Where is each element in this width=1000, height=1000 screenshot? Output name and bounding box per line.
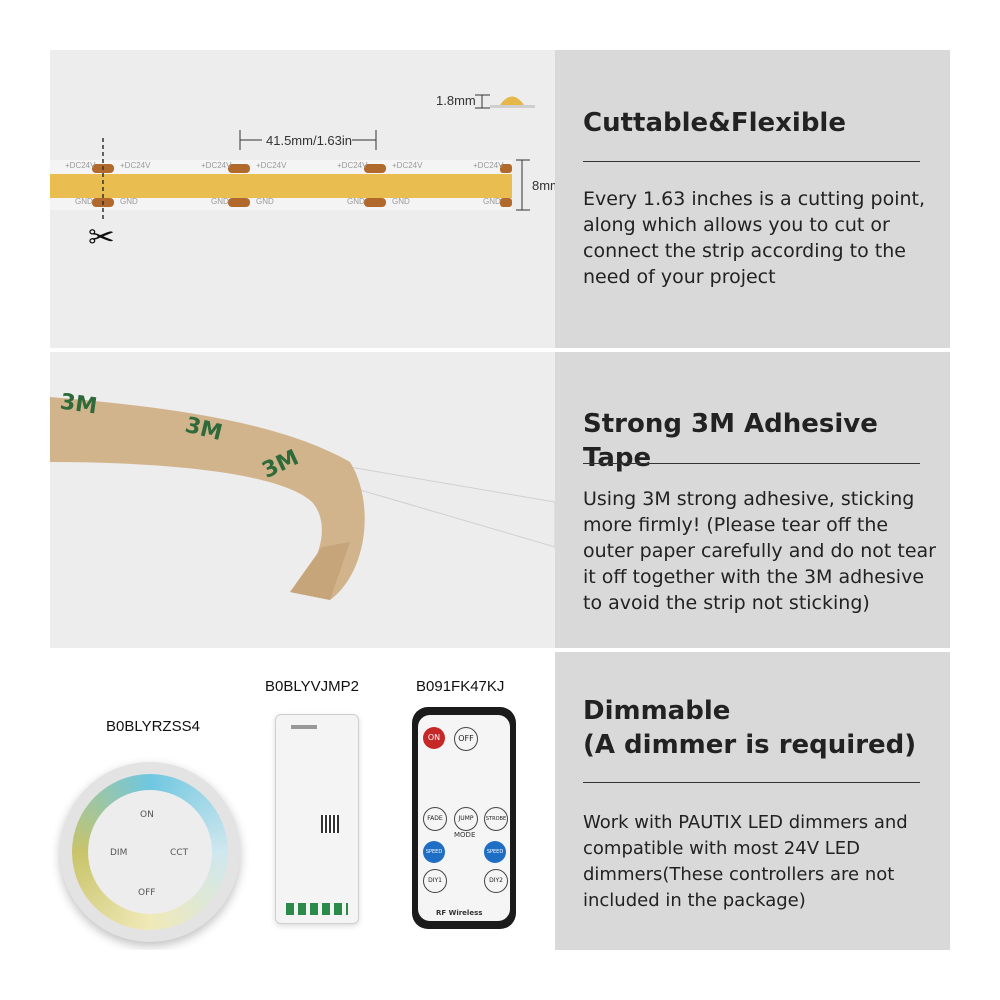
pad-label: GND [120, 197, 138, 206]
section-title: Strong 3M Adhesive Tape [583, 409, 878, 473]
dim-label: DIM [110, 848, 128, 858]
tape-print: 3M [58, 389, 99, 420]
section-title-line1: Dimmable [583, 696, 731, 726]
divider [583, 161, 920, 162]
off-label: OFF [138, 888, 156, 898]
terminal-block [286, 903, 348, 915]
adhesive-text: Strong 3M Adhesive Tape Using 3M strong … [555, 352, 950, 648]
cuttable-text: Cuttable&Flexible Every 1.63 inches is a… [555, 50, 950, 348]
diy2-button[interactable]: DIY2 [484, 869, 508, 893]
dimmable-section: B0BLYRZSS4 ON DIM CCT OFF B0BLYVJMP2 B09… [50, 652, 950, 950]
scissors-icon: ✂ [88, 218, 115, 256]
spacing-label: 41.5mm/1.63in [266, 133, 352, 148]
pad-label: GND [483, 197, 501, 206]
pad-label: GND [211, 197, 229, 206]
on-label: ON [140, 810, 154, 820]
divider [583, 463, 920, 464]
strip-diagram: 1.8mm 41.5mm/1.63in 8mm +DC24V +DC24V +D… [50, 50, 555, 348]
strip-illustration [50, 94, 535, 222]
remote-brand-text: RF Wireless [436, 909, 483, 917]
rf-remote: ON OFF FADE JUMP STROBE MODE SPEED SPEED… [412, 707, 516, 929]
cuttable-section: 1.8mm 41.5mm/1.63in 8mm +DC24V +DC24V +D… [50, 50, 950, 348]
section-title: Cuttable&Flexible [583, 108, 846, 138]
pad-label: +DC24V [337, 161, 368, 170]
tape-illustration: 3M 3M 3M [50, 352, 555, 648]
adhesive-section: 3M 3M 3M Strong 3M Adhesive Tape Using 3… [50, 352, 950, 648]
section-description: Using 3M strong adhesive, sticking more … [583, 488, 936, 614]
section-description: Work with PAUTIX LED dimmers and compati… [583, 812, 908, 911]
remote-face: ON OFF FADE JUMP STROBE MODE SPEED SPEED… [418, 715, 510, 921]
round-dimmer: ON DIM CCT OFF [60, 762, 240, 942]
dimmers-gallery: B0BLYRZSS4 ON DIM CCT OFF B0BLYVJMP2 B09… [50, 652, 555, 950]
section-description: Every 1.63 inches is a cutting point, al… [583, 188, 926, 288]
jump-button[interactable]: JUMP [454, 807, 478, 831]
controller-label-strip [291, 725, 317, 729]
tape-curve [50, 397, 555, 600]
pad-label: GND [256, 197, 274, 206]
mode-label: MODE [454, 831, 476, 839]
dimmer-face [88, 790, 212, 914]
dimmable-text: Dimmable (A dimmer is required) Work wit… [555, 652, 950, 950]
speed-down-button[interactable]: SPEED [423, 841, 445, 863]
pad-label: GND [347, 197, 365, 206]
pad-label: +DC24V [65, 161, 96, 170]
pad-label: +DC24V [256, 161, 287, 170]
led-controller [275, 714, 359, 924]
pad-label: +DC24V [392, 161, 423, 170]
qr-code-icon [321, 815, 339, 833]
pad-label: +DC24V [120, 161, 151, 170]
pad-label: +DC24V [473, 161, 504, 170]
product-model: B091FK47KJ [416, 678, 505, 695]
cct-label: CCT [170, 848, 189, 858]
width-label: 8mm [532, 178, 555, 193]
product-model: B0BLYRZSS4 [106, 718, 200, 735]
on-button[interactable]: ON [423, 727, 445, 749]
off-button[interactable]: OFF [454, 727, 478, 751]
product-model: B0BLYVJMP2 [265, 678, 359, 695]
strobe-button[interactable]: STROBE [484, 807, 508, 831]
diy1-button[interactable]: DIY1 [423, 869, 447, 893]
pad-label: GND [392, 197, 410, 206]
pad-label: GND [75, 197, 93, 206]
section-title-line2: (A dimmer is required) [583, 730, 917, 760]
fade-button[interactable]: FADE [423, 807, 447, 831]
speed-up-button[interactable]: SPEED [484, 841, 506, 863]
thickness-label: 1.8mm [436, 93, 476, 108]
divider [583, 782, 920, 783]
pad-label: +DC24V [201, 161, 232, 170]
